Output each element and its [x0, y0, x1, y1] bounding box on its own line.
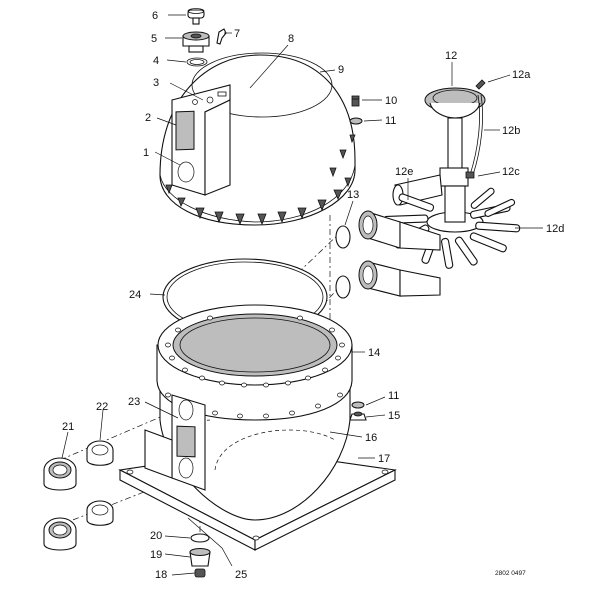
union-tail-22b: [86, 500, 114, 526]
air-relief-valve: [216, 28, 227, 45]
callout-10: 10: [385, 95, 397, 107]
union-nut-21a: [43, 457, 77, 491]
o-ring-4-inner: [189, 59, 205, 65]
tank-body: [118, 304, 397, 551]
washer-11-bottom: [351, 401, 365, 409]
callout-15: 15: [388, 410, 400, 422]
callout-12a: 12a: [512, 69, 531, 81]
o-ring-20: [190, 533, 210, 543]
pipe-fittings: [358, 210, 441, 297]
callout-11-bottom: 11: [388, 390, 399, 402]
nut-15: [349, 411, 367, 421]
washer-11-top: [349, 117, 363, 125]
callouts: 6 5 7 8 4 9 3 2 1 10 11 12 12a 12b 12c 1…: [62, 10, 564, 581]
filter-dome-lid: [159, 52, 356, 226]
callout-16: 16: [365, 432, 377, 444]
drain-cap-18: [194, 568, 206, 578]
callout-22: 22: [96, 401, 108, 413]
callout-20: 20: [150, 530, 162, 542]
callout-24: 24: [129, 289, 141, 301]
callout-3: 3: [153, 77, 159, 89]
callout-12b: 12b: [502, 125, 520, 137]
union-nut-21b: [43, 517, 77, 551]
flange-bolt-holes: [165, 315, 345, 419]
callout-13: 13: [347, 189, 359, 201]
callout-6: 6: [152, 10, 158, 22]
figure-id: 2802 0497: [495, 570, 526, 577]
gauge-adapter: [182, 31, 210, 53]
pressure-gauge: [187, 8, 205, 25]
callout-1: 1: [143, 147, 149, 159]
callout-12d: 12d: [546, 223, 564, 235]
callout-19: 19: [150, 549, 162, 561]
union-tail-22a: [86, 440, 114, 466]
callout-8: 8: [288, 33, 294, 45]
leader-lines: [61, 14, 543, 576]
callout-23: 23: [128, 396, 140, 408]
callout-4: 4: [153, 55, 159, 67]
callout-12e: 12e: [395, 166, 413, 178]
callout-5: 5: [151, 33, 157, 45]
callout-12c: 12c: [502, 166, 520, 178]
drain-plug-19: [189, 548, 211, 567]
callout-7: 7: [234, 28, 240, 40]
callout-25: 25: [235, 569, 247, 581]
callout-18: 18: [155, 569, 167, 581]
o-ring-13b: [335, 275, 351, 299]
screw-10: [351, 95, 360, 107]
o-ring-4: [186, 57, 208, 67]
callout-12: 12: [445, 50, 457, 62]
callout-14: 14: [368, 347, 380, 359]
callout-17: 17: [378, 453, 390, 465]
callout-2: 2: [145, 112, 151, 124]
callout-11-top: 11: [385, 115, 396, 127]
o-ring-13a: [335, 225, 351, 249]
callout-21: 21: [62, 421, 74, 433]
callout-9: 9: [338, 64, 344, 76]
dome-rim-teeth: [165, 134, 356, 226]
